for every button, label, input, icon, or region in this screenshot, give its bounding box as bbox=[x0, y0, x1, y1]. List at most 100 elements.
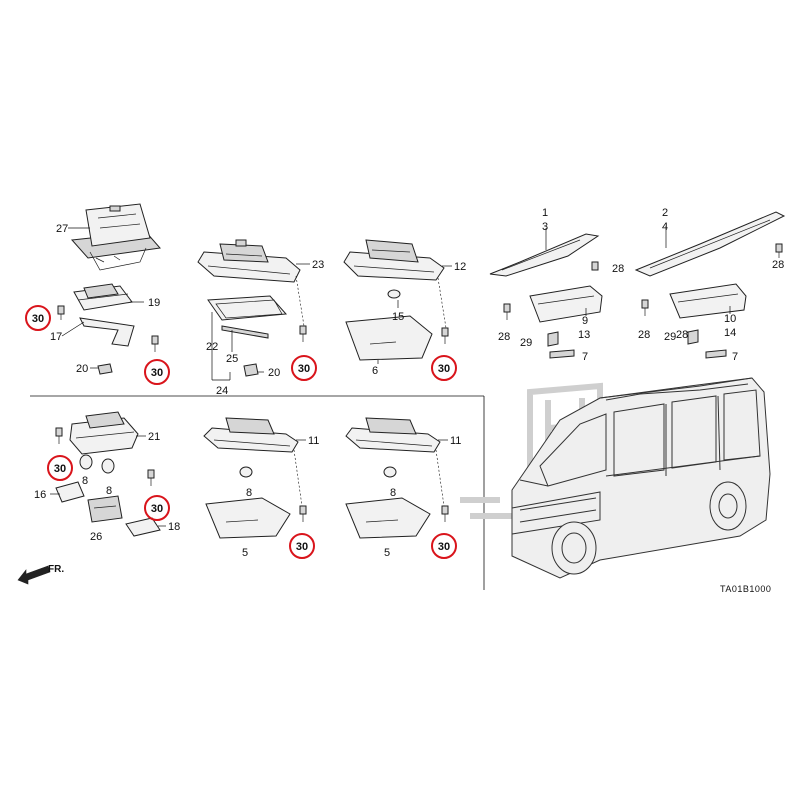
callout-27: 27 bbox=[56, 223, 68, 235]
callout-28-a: 28 bbox=[612, 263, 624, 275]
callout-28-e: 28 bbox=[676, 329, 688, 341]
callout-5-b: 5 bbox=[384, 547, 390, 559]
front-direction-arrow-icon bbox=[17, 565, 51, 585]
screw-30-a bbox=[57, 305, 65, 320]
callout-7-b: 7 bbox=[732, 351, 738, 363]
leader-17 bbox=[61, 321, 85, 337]
screw-30-c bbox=[299, 325, 307, 342]
callout-18: 18 bbox=[168, 521, 180, 533]
svg-text:30: 30 bbox=[32, 313, 44, 325]
dome-light-assembly-12 bbox=[343, 239, 445, 281]
callout-23: 23 bbox=[312, 259, 324, 271]
callout-19: 19 bbox=[148, 297, 160, 309]
clip-29-b bbox=[687, 329, 699, 345]
leader-24-bracket bbox=[211, 342, 231, 381]
roof-reinforcement-4 bbox=[634, 211, 786, 277]
callout-8-c: 8 bbox=[246, 487, 252, 499]
svg-text:30: 30 bbox=[151, 503, 163, 515]
switch-knob-20 bbox=[97, 363, 113, 375]
callout-20-b: 20 bbox=[268, 367, 280, 379]
ringed-callout-30-b: 30 bbox=[144, 359, 170, 385]
bulb-8-c bbox=[239, 466, 253, 478]
callout-17: 17 bbox=[50, 331, 62, 343]
callout-10: 10 bbox=[724, 313, 736, 325]
bracket-9 bbox=[529, 285, 603, 323]
dash-11a bbox=[293, 449, 303, 507]
diagram-code: TA01B1000 bbox=[720, 584, 771, 594]
dash-23 bbox=[295, 275, 305, 327]
vehicle-illustration bbox=[511, 377, 771, 579]
svg-text:30: 30 bbox=[438, 363, 450, 375]
callout-22: 22 bbox=[206, 341, 218, 353]
lens-5-a bbox=[205, 497, 291, 539]
svg-text:30: 30 bbox=[438, 541, 450, 553]
clip-7-b bbox=[705, 349, 727, 359]
clip-7-a bbox=[549, 349, 575, 359]
lens-6 bbox=[345, 315, 433, 361]
ringed-callout-30-c: 30 bbox=[291, 355, 317, 381]
callout-28-b: 28 bbox=[772, 259, 784, 271]
map-light-assembly-23 bbox=[197, 239, 301, 283]
svg-text:30: 30 bbox=[151, 367, 163, 379]
callout-8-d: 8 bbox=[390, 487, 396, 499]
callout-15: 15 bbox=[392, 311, 404, 323]
dome-light-assembly-11-b bbox=[345, 417, 441, 453]
callout-29-b: 29 bbox=[664, 331, 676, 343]
switch-knob-20-b bbox=[243, 363, 259, 377]
screw-30-h bbox=[441, 505, 449, 522]
map-light-housing-21 bbox=[69, 411, 139, 455]
callout-14: 14 bbox=[724, 327, 736, 339]
callout-16: 16 bbox=[34, 489, 46, 501]
callout-28-c: 28 bbox=[498, 331, 510, 343]
dome-light-assembly-11-a bbox=[203, 417, 299, 453]
callout-5-a: 5 bbox=[242, 547, 248, 559]
svg-text:30: 30 bbox=[296, 541, 308, 553]
callout-20-a: 20 bbox=[76, 363, 88, 375]
lens-5-b bbox=[345, 497, 431, 539]
screw-28-a bbox=[503, 303, 511, 320]
callout-6: 6 bbox=[372, 365, 378, 377]
bracket-10 bbox=[669, 283, 747, 319]
ringed-callout-30-a: 30 bbox=[25, 305, 51, 331]
light-strip-25 bbox=[221, 325, 269, 339]
callout-13: 13 bbox=[578, 329, 590, 341]
callout-12: 12 bbox=[454, 261, 466, 273]
callout-28-d: 28 bbox=[638, 329, 650, 341]
callout-8-b: 8 bbox=[106, 485, 112, 497]
map-light-assembly-27 bbox=[70, 203, 161, 271]
screw-30-e bbox=[55, 427, 63, 444]
bulb-8-a bbox=[79, 454, 93, 470]
callout-11-a: 11 bbox=[308, 435, 319, 447]
svg-text:30: 30 bbox=[298, 363, 310, 375]
dash-12 bbox=[437, 277, 447, 329]
callout-1: 1 bbox=[542, 207, 548, 219]
ringed-callout-30-e: 30 bbox=[47, 455, 73, 481]
dash-11b bbox=[435, 449, 445, 507]
callout-25: 25 bbox=[226, 353, 238, 365]
map-light-housing-19 bbox=[73, 283, 133, 311]
switch-26 bbox=[87, 495, 123, 523]
callout-4: 4 bbox=[662, 221, 668, 233]
screw-28-c bbox=[641, 299, 649, 316]
screw-30-d bbox=[441, 327, 449, 344]
clip-29-a bbox=[547, 331, 559, 347]
callout-29-a: 29 bbox=[520, 337, 532, 349]
bulb-15 bbox=[387, 289, 401, 299]
screw-30-f bbox=[147, 469, 155, 486]
ringed-callout-30-h: 30 bbox=[431, 533, 457, 559]
roof-reinforcement-3 bbox=[489, 233, 600, 277]
callout-21: 21 bbox=[148, 431, 160, 443]
ringed-callout-30-f: 30 bbox=[144, 495, 170, 521]
lens-22 bbox=[207, 295, 288, 321]
ringed-callout-30-d: 30 bbox=[431, 355, 457, 381]
screw-30-g bbox=[299, 505, 307, 522]
callout-7-a: 7 bbox=[582, 351, 588, 363]
front-marker-label: FR. bbox=[48, 564, 64, 575]
callout-26: 26 bbox=[90, 531, 102, 543]
callout-9: 9 bbox=[582, 315, 588, 327]
callout-3: 3 bbox=[542, 221, 548, 233]
bulb-8-d bbox=[383, 466, 397, 478]
ringed-callout-30-g: 30 bbox=[289, 533, 315, 559]
